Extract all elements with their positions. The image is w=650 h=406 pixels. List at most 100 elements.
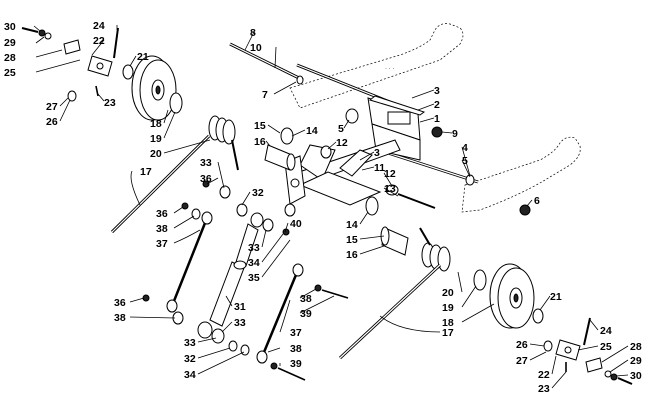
bolt-13: [397, 193, 436, 209]
link-arm-37-right: [256, 263, 304, 364]
label-37: 37: [156, 238, 168, 250]
bearing-19-right: [473, 269, 487, 291]
bushing-5-upper: [345, 108, 359, 124]
label-16: 16: [254, 136, 266, 148]
label-17: 17: [140, 166, 152, 178]
label-30: 30: [4, 21, 16, 33]
nut-9: [431, 126, 443, 138]
bearing-21-left: [122, 64, 134, 80]
label-29: 29: [4, 37, 16, 49]
label-38: 38: [156, 223, 168, 235]
label-27: 27: [46, 101, 58, 113]
bushing-12-lower: [385, 184, 399, 196]
label-3-lower: 3: [374, 147, 380, 159]
label-17-right: 17: [442, 327, 454, 339]
label-38-d: 38: [290, 343, 302, 355]
label-18: 18: [150, 118, 162, 130]
label-9: 9: [452, 128, 458, 140]
label-3: 3: [434, 85, 440, 97]
axle-bracket-left: [21, 27, 119, 102]
label-34: 34: [248, 257, 260, 269]
label-8: 8: [250, 27, 256, 39]
label-37-b: 37: [290, 327, 302, 339]
label-32: 32: [252, 187, 264, 199]
label-21-right: 21: [550, 291, 562, 303]
label-23-right: 23: [538, 383, 550, 395]
label-32-b: 32: [184, 353, 196, 365]
label-5-lower: 5: [462, 155, 468, 167]
label-28-right: 28: [630, 341, 642, 353]
label-5: 5: [338, 123, 344, 135]
label-12-lower: 12: [384, 168, 396, 180]
label-39: 39: [300, 308, 312, 320]
label-36-b: 36: [156, 208, 168, 220]
bearing-19-left: [169, 92, 183, 114]
label-33-b: 33: [248, 242, 260, 254]
label-24: 24: [93, 20, 105, 32]
label-24-right: 24: [600, 325, 612, 337]
spacer-14-upper: [280, 127, 294, 145]
spacer-14-lower: [365, 196, 379, 216]
link-arm-37-left: [166, 211, 213, 313]
label-38-c: 38: [300, 293, 312, 305]
label-19: 19: [150, 133, 162, 145]
label-12: 12: [336, 137, 348, 149]
idler-wheel-left: [131, 55, 177, 121]
label-20-right: 20: [442, 287, 454, 299]
torsion-spring-left: [110, 115, 239, 234]
label-19-right: 19: [442, 302, 454, 314]
label-25-right: 25: [600, 341, 612, 353]
label-15-lower: 15: [346, 234, 358, 246]
label-26-right: 26: [516, 339, 528, 351]
torsion-spring-right: [338, 227, 451, 360]
right-rail-track: [461, 136, 581, 213]
label-10: 10: [250, 42, 262, 54]
label-23: 23: [104, 97, 116, 109]
axle-bracket-right: [543, 317, 633, 385]
label-34-b: 34: [184, 369, 196, 381]
label-28: 28: [4, 52, 16, 64]
label-25: 25: [4, 67, 16, 79]
label-27-right: 27: [516, 355, 528, 367]
label-21: 21: [137, 51, 149, 63]
label-35: 35: [248, 272, 260, 284]
bushing-16-upper: [264, 144, 296, 171]
label-39-b: 39: [290, 358, 302, 370]
washer-7: [296, 75, 304, 85]
bushing-16-lower: [380, 226, 409, 256]
front-shaft-4: [384, 150, 479, 184]
leader-lines: [33, 25, 629, 389]
shock-absorber-31: [197, 212, 264, 339]
label-7: 7: [262, 89, 268, 101]
label-22-right: 22: [538, 369, 550, 381]
label-13: 13: [384, 183, 396, 195]
svg-text:· · ·: · · ·: [385, 66, 394, 72]
rear-shaft-8: [229, 42, 304, 82]
label-26: 26: [46, 116, 58, 128]
label-4: 4: [462, 142, 468, 154]
bearing-21-right: [532, 308, 544, 324]
idler-wheel-right: [489, 263, 535, 329]
label-38-b: 38: [114, 312, 126, 324]
label-14: 14: [306, 125, 318, 137]
label-6: 6: [534, 195, 540, 207]
label-40: 40: [290, 218, 302, 230]
label-33: 33: [200, 157, 212, 169]
label-29-right: 29: [630, 355, 642, 367]
nut-6: [519, 204, 531, 216]
label-11: 11: [374, 162, 385, 174]
label-30-right: 30: [630, 370, 642, 382]
label-36-c: 36: [114, 297, 126, 309]
label-16-lower: 16: [346, 249, 358, 261]
label-31: 31: [234, 301, 246, 313]
center-crossbar-11: [284, 139, 401, 206]
label-22: 22: [93, 35, 105, 47]
small-hardware: [142, 180, 349, 381]
left-rail-track: · · ·: [289, 23, 464, 109]
label-33-c: 33: [234, 317, 246, 329]
label-36: 36: [200, 173, 212, 185]
label-15: 15: [254, 120, 266, 132]
label-33-d: 33: [184, 337, 196, 349]
